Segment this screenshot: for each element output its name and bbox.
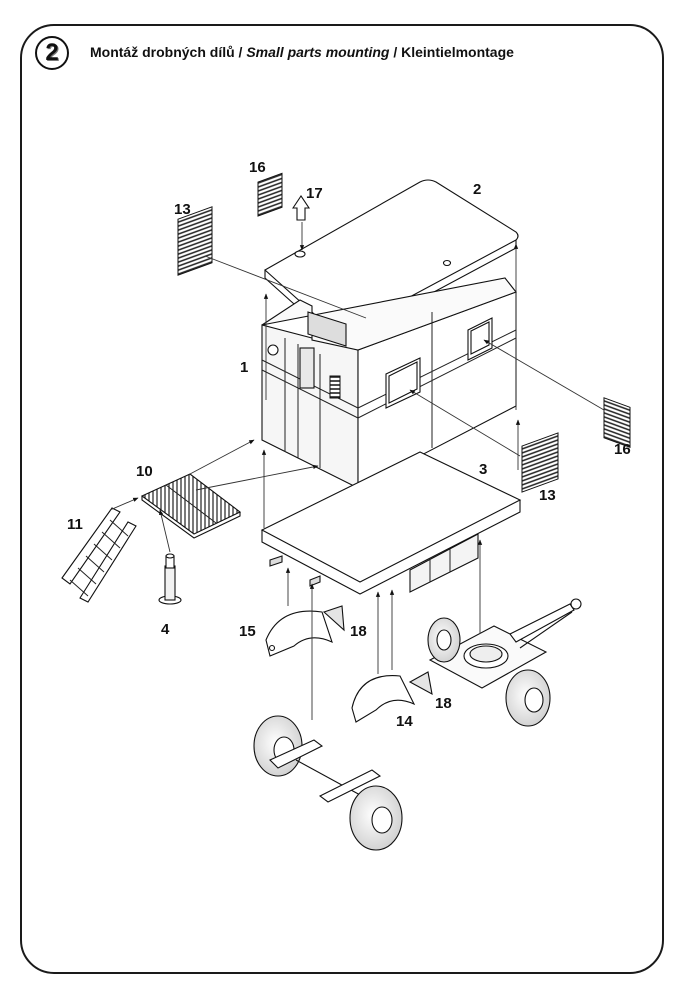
louvre-16-upper [257, 172, 283, 217]
roof-vent-part-17 [291, 195, 311, 221]
step-number: 2 [45, 39, 59, 66]
wedge-18-a [322, 605, 345, 632]
louvre-13-lower [521, 432, 559, 493]
callout-11: 11 [67, 516, 83, 533]
mudguard-15 [265, 610, 333, 657]
callout-16-lower: 16 [614, 441, 631, 458]
callout-18-b: 18 [435, 695, 452, 712]
front-axle-bogie [427, 598, 582, 727]
callout-2: 2 [473, 181, 481, 198]
callout-17: 17 [306, 185, 323, 202]
title-czech: Montáž drobných dílů / [90, 44, 243, 60]
callout-18-a: 18 [350, 623, 367, 640]
caravan-body [261, 277, 517, 489]
louvre-13-upper [177, 206, 213, 276]
callout-3: 3 [479, 461, 487, 478]
callout-15: 15 [239, 623, 256, 640]
callout-1: 1 [240, 359, 248, 376]
callout-13-upper: 13 [174, 201, 191, 218]
callout-13-lower: 13 [539, 487, 556, 504]
assembly-leader-lines [109, 222, 605, 720]
callout-16-upper: 16 [249, 159, 266, 176]
title-english: Small parts mounting [246, 44, 390, 60]
step-platform-10 [140, 473, 242, 539]
callout-4: 4 [161, 621, 170, 638]
page-title: Montáž drobných dílů / Small parts mount… [90, 44, 514, 60]
mudguard-14 [351, 675, 416, 723]
louvre-16-lower [603, 397, 631, 448]
step-number-badge: 2 [35, 36, 69, 70]
support-leg-4 [158, 553, 182, 605]
wedge-18-b [408, 671, 433, 696]
floor-chassis [260, 451, 522, 595]
title-german: / Kleintielmontage [393, 44, 514, 60]
callout-14: 14 [396, 713, 413, 730]
ladder-11 [61, 507, 137, 603]
callout-10: 10 [136, 463, 153, 480]
page-frame [20, 24, 664, 974]
rear-axle [253, 715, 403, 851]
